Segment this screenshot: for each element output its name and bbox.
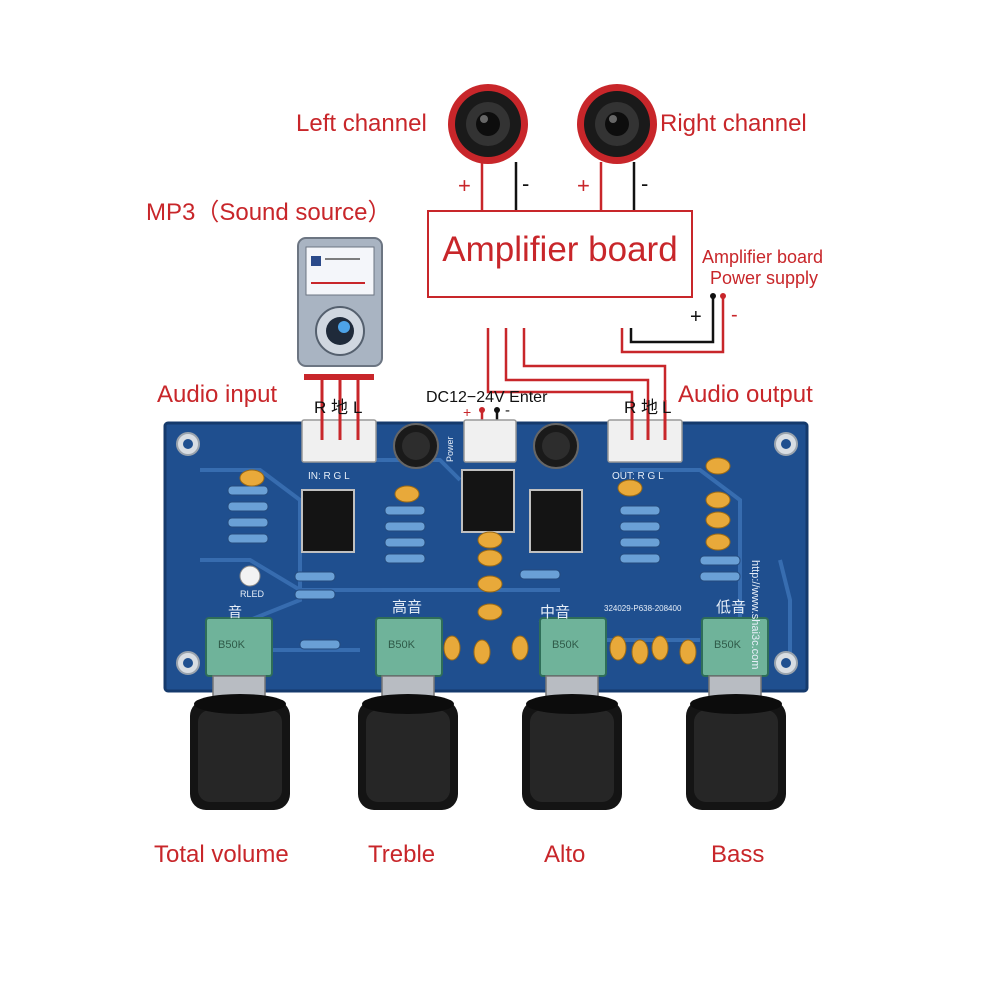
- input-pin-l: L: [353, 398, 363, 417]
- audio-output-wires: [486, 328, 667, 400]
- alto-knob-icon: [522, 694, 622, 810]
- pcb-power-silkscreen: Power: [445, 436, 455, 462]
- mp3-source-label: MP3（Sound source）: [146, 199, 392, 226]
- volume-knob-icon: [190, 694, 290, 810]
- audio-output-label: Audio output: [678, 381, 813, 408]
- treble-knob-icon: [358, 694, 458, 810]
- pcb-volume-silkscreen: 音: [228, 604, 242, 620]
- output-pin-l: L: [662, 398, 672, 417]
- pcb-part-code: 324029-P638-208400: [604, 604, 682, 613]
- pcb-in-silkscreen: IN: R G L: [308, 471, 350, 482]
- output-pin-r: R: [624, 398, 637, 417]
- right-plus-sign: +: [577, 173, 590, 198]
- tone-control-pcb: [163, 400, 809, 693]
- pcb-out-silkscreen: OUT: R G L: [612, 471, 664, 482]
- power-supply-wires: [620, 293, 726, 354]
- treble-label: Treble: [368, 841, 436, 868]
- pcb-bass-silkscreen: 低音: [716, 599, 747, 616]
- left-speaker-icon: [448, 84, 528, 164]
- pot-alto-code: B50K: [552, 639, 579, 651]
- speaker-wires: [480, 162, 636, 211]
- amp-power-label-line2: Power supply: [710, 268, 819, 288]
- right-channel-label: Right channel: [660, 110, 807, 137]
- dc-plus-sign: +: [463, 404, 472, 420]
- bass-label: Bass: [711, 841, 765, 868]
- dc-minus-sign: -: [505, 402, 510, 419]
- dc-input-label: DC12−24V Enter: [426, 389, 548, 406]
- mp3-player-icon: [297, 237, 383, 367]
- input-pin-ground: 地: [331, 398, 348, 417]
- audio-input-wires: [304, 374, 374, 400]
- pot-volume-code: B50K: [218, 639, 245, 651]
- output-pin-ground: 地: [641, 398, 658, 417]
- right-minus-sign: -: [641, 171, 649, 196]
- pot-treble-code: B50K: [388, 639, 415, 651]
- left-channel-label: Left channel: [296, 110, 427, 137]
- pcb-led-silkscreen: RLED: [240, 589, 265, 599]
- right-speaker-icon: [577, 84, 657, 164]
- amplifier-board-box: [427, 210, 693, 298]
- amp-power-label-line1: Amplifier board: [702, 247, 824, 267]
- power-plus-sign: +: [690, 306, 702, 328]
- left-plus-sign: +: [458, 173, 471, 198]
- input-pin-r: R: [314, 398, 327, 417]
- amplifier-board-label: Amplifier board: [442, 230, 678, 269]
- pcb-url-silkscreen: http://www.shai3c.com: [749, 560, 761, 670]
- left-minus-sign: -: [522, 171, 530, 196]
- audio-input-label: Audio input: [157, 381, 278, 408]
- pcb-treble-silkscreen: 高音: [392, 599, 423, 616]
- alto-label: Alto: [544, 841, 586, 868]
- total-volume-label: Total volume: [154, 841, 289, 868]
- bass-knob-icon: [686, 694, 786, 810]
- power-minus-sign: -: [731, 304, 738, 326]
- pcb-alto-silkscreen: 中音: [540, 604, 571, 621]
- pot-bass-code: B50K: [714, 639, 741, 651]
